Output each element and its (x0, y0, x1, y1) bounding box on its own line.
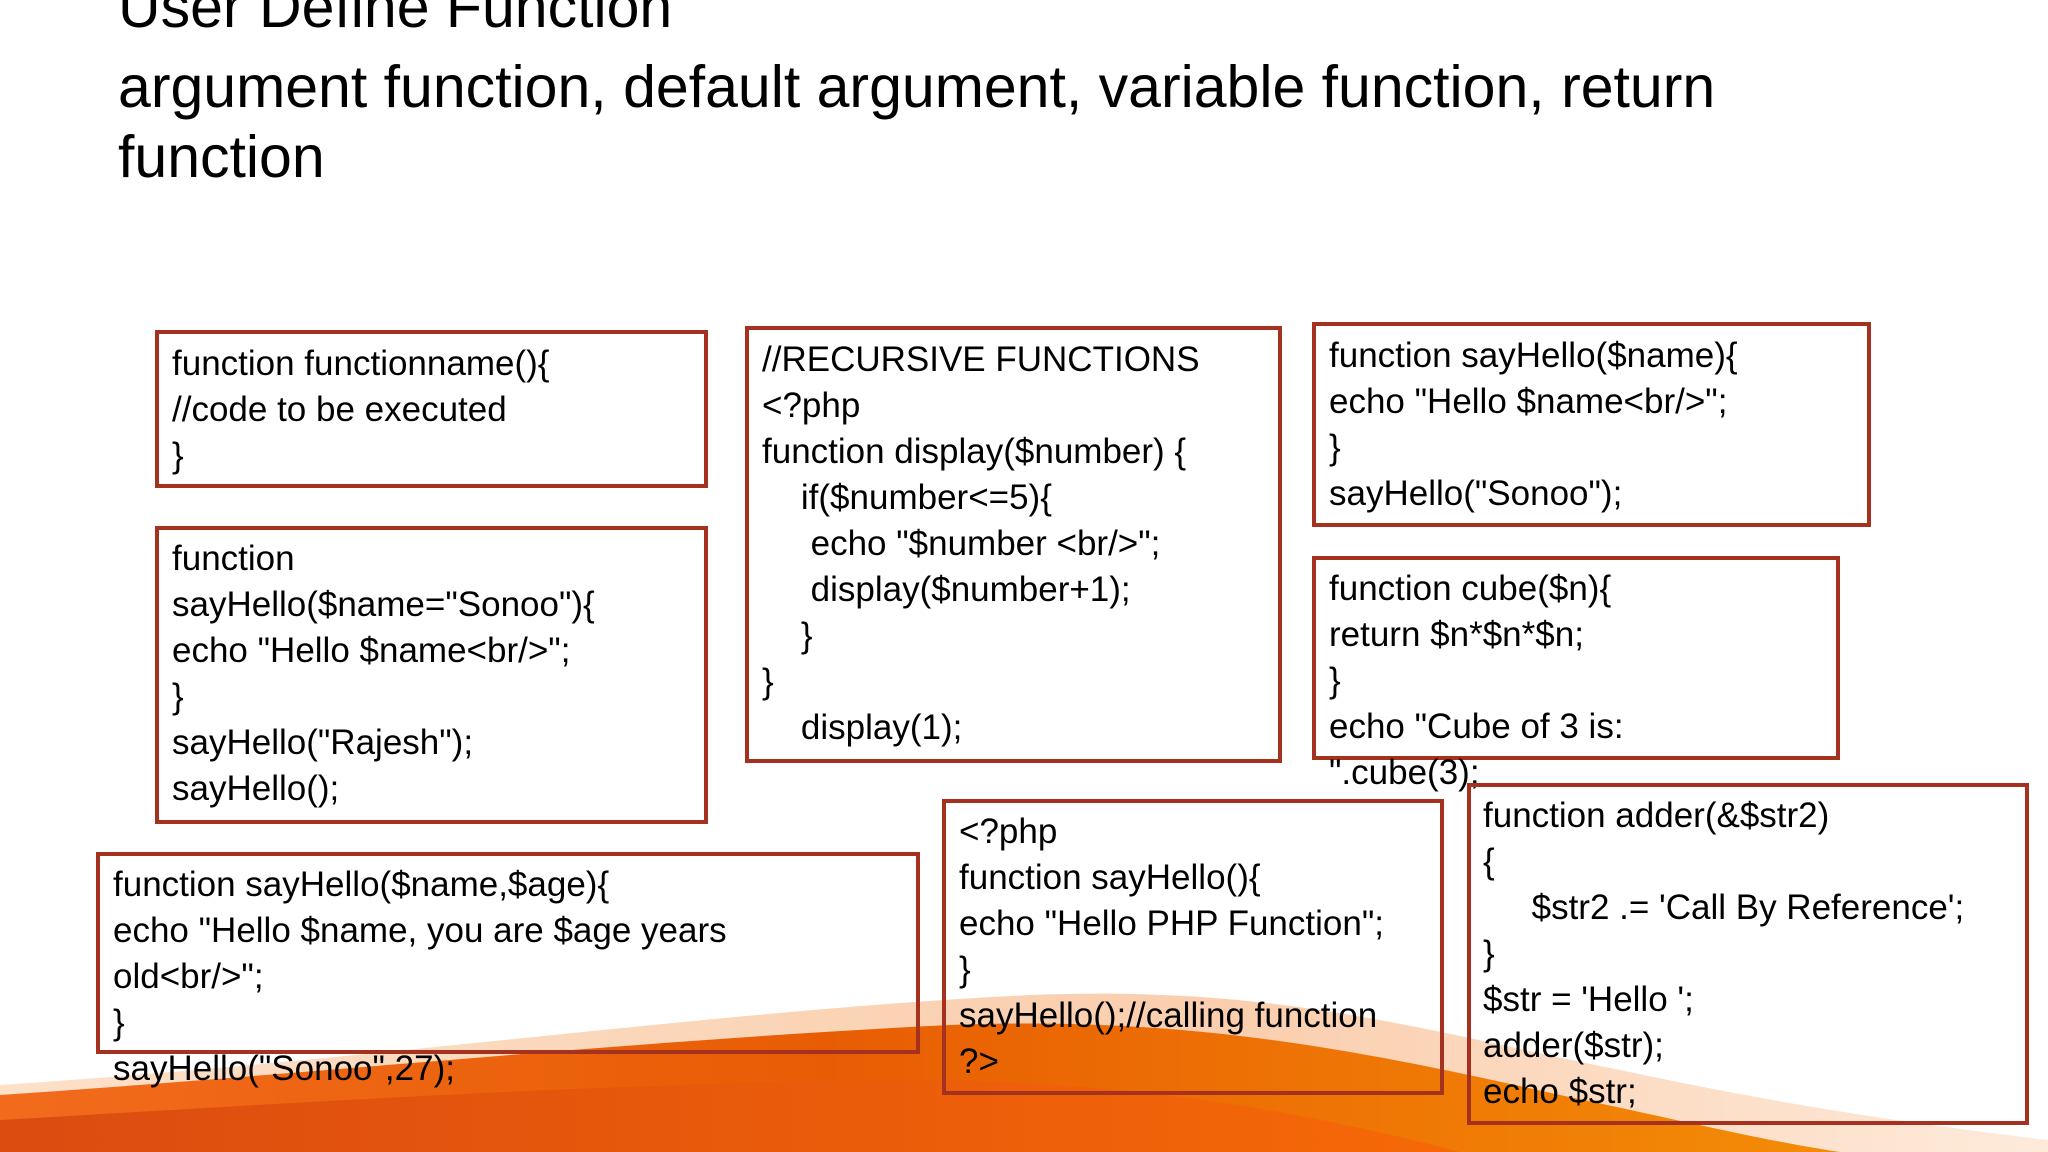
code-box-recursive (745, 326, 1282, 763)
code-argument-function: function sayHello($name){ echo "Hello $n… (1329, 336, 1738, 513)
code-box-multiple-arguments (96, 852, 920, 1054)
code-default-argument: function sayHello($name="Sonoo"){ echo "… (172, 539, 595, 808)
code-simple-function: <?php function sayHello(){ echo "Hello P… (959, 812, 1384, 1081)
code-box-simple-function (942, 799, 1444, 1095)
code-recursive: //RECURSIVE FUNCTIONS <?php function dis… (762, 340, 1200, 747)
code-box-basic-syntax (155, 330, 708, 488)
code-return-function: function cube($n){ return $n*$n*$n; } ec… (1329, 569, 1624, 792)
code-multiple-arguments: function sayHello($name,$age){ echo "Hel… (113, 865, 727, 1088)
code-basic-syntax: function functionname(){ //code to be ex… (172, 344, 550, 475)
code-box-argument-function (1312, 322, 1871, 527)
code-box-default-argument (155, 526, 708, 824)
slide-title: User Define Function (118, 0, 673, 40)
code-box-return-function (1312, 556, 1840, 760)
code-call-by-reference: function adder(&$str2) { $str2 .= 'Call … (1483, 796, 1965, 1111)
slide-subtitle: argument function, default argument, var… (118, 54, 1716, 190)
code-box-call-by-reference (1467, 783, 2029, 1125)
